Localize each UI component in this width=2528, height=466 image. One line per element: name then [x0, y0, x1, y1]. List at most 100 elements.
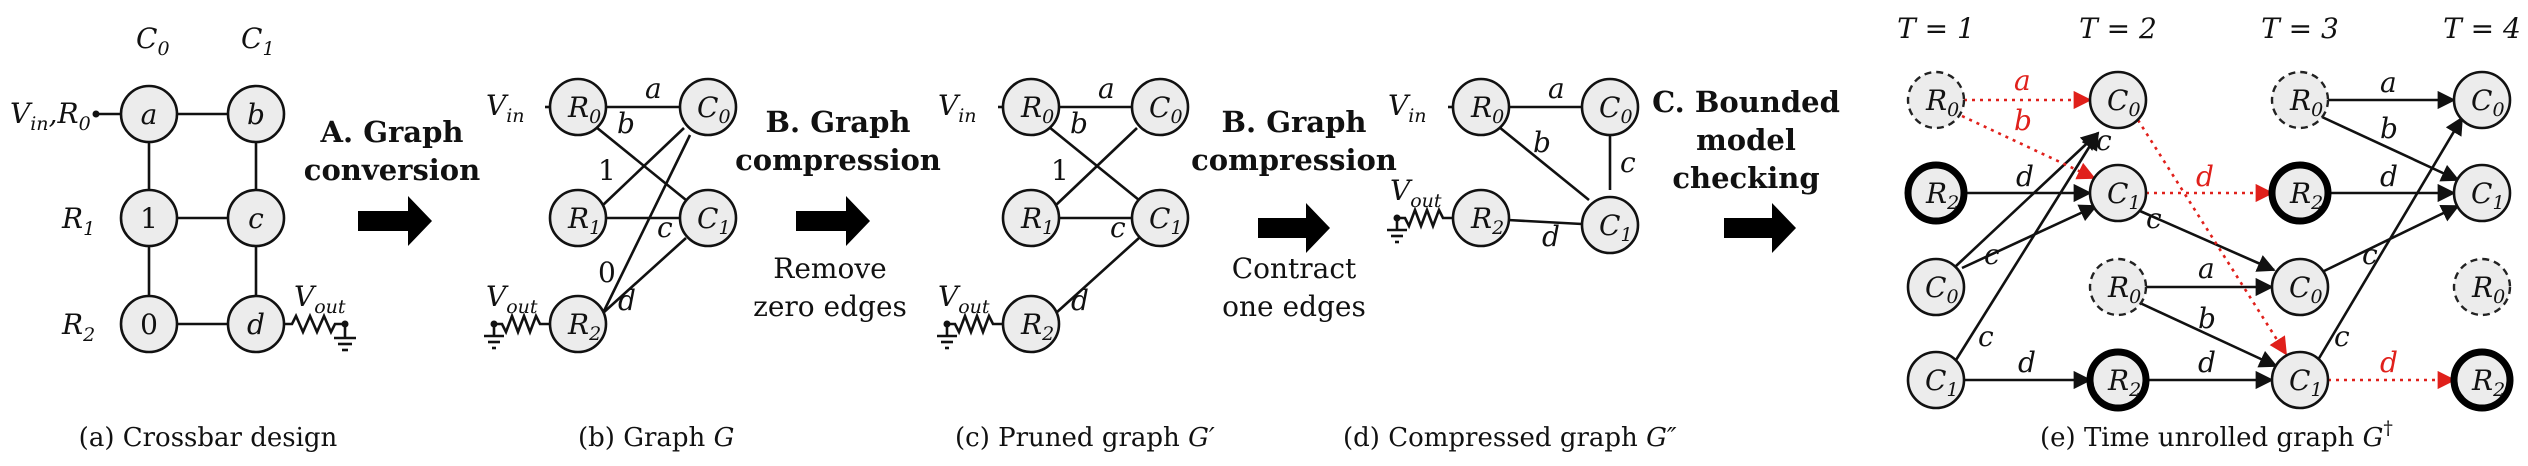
svg-text:0: 0: [598, 256, 616, 289]
vin-dot: [92, 110, 100, 118]
svg-text:B. Graph: B. Graph: [1222, 105, 1367, 139]
panel-compressed-graph: Vin a b c d R0 C0 R2 C1 Vout (d) Compres…: [1343, 72, 1677, 453]
svg-text:R2: R2: [567, 308, 601, 345]
step-graph-conversion: A. Graph conversion: [304, 115, 480, 246]
svg-text:C1: C1: [2471, 177, 2505, 214]
svg-text:C1: C1: [697, 202, 731, 239]
svg-text:a: a: [1098, 72, 1115, 105]
svg-text:C1: C1: [1925, 364, 1959, 401]
svg-text:C0: C0: [2289, 271, 2323, 308]
svg-text:B. Graph: B. Graph: [766, 105, 911, 139]
svg-text:d: d: [2018, 346, 2036, 379]
svg-text:Vin: Vin: [1388, 89, 1427, 127]
caption-e: (e) Time unrolled graph G†: [2040, 417, 2393, 453]
svg-text:b: b: [2380, 112, 2398, 145]
svg-text:C1: C1: [1599, 209, 1633, 246]
svg-text:C1: C1: [1149, 202, 1183, 239]
svg-text:c: c: [2334, 320, 2350, 353]
svg-text:d: d: [2380, 160, 2398, 193]
svg-text:C0: C0: [1925, 271, 1959, 308]
svg-text:R0: R0: [567, 91, 601, 128]
time-header-4: T = 4: [2443, 12, 2521, 45]
svg-text:c: c: [2146, 202, 2162, 235]
vout-resistor: [284, 312, 345, 336]
step-bounded-model-checking: C. Bounded model checking: [1652, 85, 1840, 253]
right-arrow-icon: [1258, 203, 1330, 253]
col-header-c1: C1: [241, 22, 275, 60]
svg-text:C0: C0: [2107, 84, 2141, 121]
crossbar-node-c: [226, 188, 286, 248]
svg-text:d: d: [2196, 160, 2214, 193]
graph-g-node-c1: [678, 188, 738, 248]
svg-text:c: c: [657, 211, 673, 244]
svg-text:R2: R2: [2289, 177, 2323, 214]
panel-time-unrolled-graph: T = 1 T = 2 T = 3 T = 4 d c c d c c a b: [1897, 12, 2521, 453]
svg-text:compression: compression: [1191, 143, 1397, 177]
svg-text:R0: R0: [2289, 84, 2323, 121]
right-arrow-icon: [1724, 203, 1796, 253]
panel-pruned-graph: Vin a b 1 c d R0 C0 R1 C1 R2 Vout (c) Pr…: [937, 72, 1215, 453]
svg-text:R2: R2: [2107, 364, 2141, 401]
crossbar-node-0-label: 0: [140, 308, 158, 341]
svg-text:a: a: [2380, 66, 2397, 99]
svg-text:C0: C0: [697, 91, 731, 128]
vin-label-b: Vin: [486, 89, 525, 127]
caption-b: (b) Graph G: [578, 423, 734, 453]
svg-text:c: c: [1984, 238, 2000, 271]
row-label-r1: R1: [61, 202, 95, 240]
crossbar-node-d-label: d: [247, 308, 265, 341]
svg-text:checking: checking: [1672, 161, 1819, 195]
svg-text:C1: C1: [2107, 177, 2141, 214]
svg-text:Vout: Vout: [1390, 174, 1442, 212]
svg-text:conversion: conversion: [304, 153, 480, 187]
right-arrow-icon: [796, 196, 870, 246]
svg-text:a: a: [645, 72, 662, 105]
svg-text:C0: C0: [1599, 91, 1633, 128]
crossbar-node-b: [226, 84, 286, 144]
svg-text:R0: R0: [2107, 271, 2141, 308]
svg-text:1: 1: [1051, 154, 1069, 187]
svg-text:d: d: [2198, 346, 2216, 379]
svg-text:d: d: [1542, 220, 1560, 253]
svg-text:c: c: [2096, 124, 2112, 157]
svg-text:compression: compression: [735, 143, 941, 177]
svg-text:R2: R2: [2471, 364, 2505, 401]
svg-text:Contract: Contract: [1232, 252, 1357, 285]
svg-text:C0: C0: [1149, 91, 1183, 128]
svg-text:Vin: Vin: [938, 89, 977, 127]
svg-text:a: a: [2014, 64, 2031, 97]
svg-text:d: d: [2380, 346, 2398, 379]
vin-r0-label: Vin,R0: [10, 97, 91, 135]
svg-text:one edges: one edges: [1222, 290, 1366, 323]
crossbar-node-a-label: a: [141, 98, 158, 131]
svg-text:zero edges: zero edges: [753, 290, 907, 323]
svg-text:R1: R1: [1020, 202, 1054, 239]
time-header-1: T = 1: [1897, 12, 1975, 45]
svg-text:c: c: [2362, 238, 2378, 271]
svg-text:C0: C0: [2471, 84, 2505, 121]
svg-text:R2: R2: [1470, 202, 1504, 239]
crossbar-node-c-label: c: [248, 202, 264, 235]
panel-graph-g: Vin a b 1 c 0 d R0 C0 R1 C1 R2 Vout (b) …: [484, 72, 738, 453]
crossbar-node-1-label: 1: [140, 202, 158, 235]
svg-text:R0: R0: [1925, 84, 1959, 121]
svg-text:c: c: [1620, 146, 1636, 179]
svg-text:b: b: [1533, 126, 1551, 159]
svg-text:a: a: [2198, 252, 2215, 285]
graph-g-node-c0: [678, 77, 738, 137]
svg-text:R2: R2: [1020, 308, 1054, 345]
svg-text:b: b: [2198, 302, 2216, 335]
svg-text:b: b: [1070, 107, 1088, 140]
right-arrow-icon: [358, 196, 432, 246]
svg-text:Vout: Vout: [486, 280, 538, 318]
svg-text:A. Graph: A. Graph: [320, 115, 464, 149]
graph-g-node-r1: [548, 188, 608, 248]
svg-text:R0: R0: [2471, 271, 2505, 308]
caption-c: (c) Pruned graph G′: [955, 423, 1215, 453]
svg-text:c: c: [1978, 320, 1994, 353]
svg-text:R0: R0: [1020, 91, 1054, 128]
svg-text:c: c: [1110, 211, 1126, 244]
crossbar-node-0: [119, 294, 179, 354]
crossbar-node-b-label: b: [247, 98, 265, 131]
